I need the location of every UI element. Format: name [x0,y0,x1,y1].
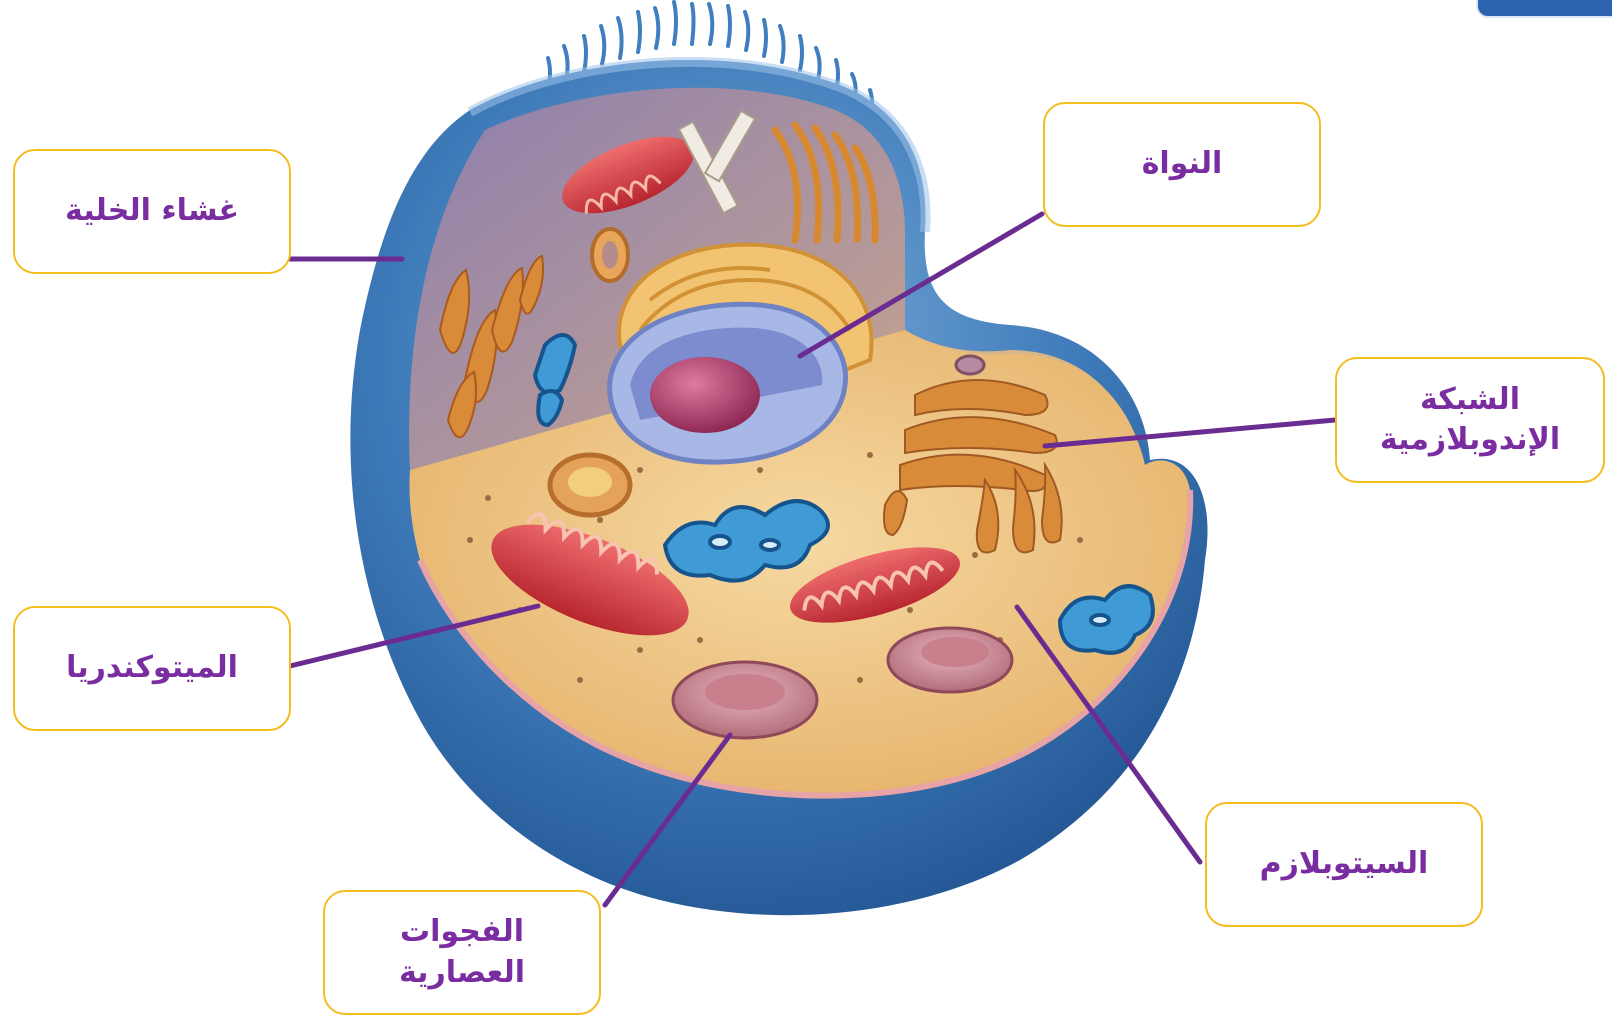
label-endoplasmic-reticulum: الشبكة الإندوبلازمية [1335,357,1605,483]
corner-tab[interactable]: ي [1476,0,1612,18]
label-vacuoles: الفجوات العصارية [323,890,601,1015]
vacuole-right [888,628,1012,692]
label-cytoplasm: السيتوبلازم [1205,802,1483,927]
vesicle-ring-floor [550,455,630,515]
nucleolus [650,357,760,433]
vesicle-ring-back [592,229,628,281]
small-vesicle-top-right [956,356,984,374]
label-cell-membrane: غشاء الخلية [13,149,291,274]
label-nucleus: النواة [1043,102,1321,227]
vacuole-left [673,662,817,738]
nucleus [610,304,846,462]
label-mitochondria: الميتوكندريا [13,606,291,731]
